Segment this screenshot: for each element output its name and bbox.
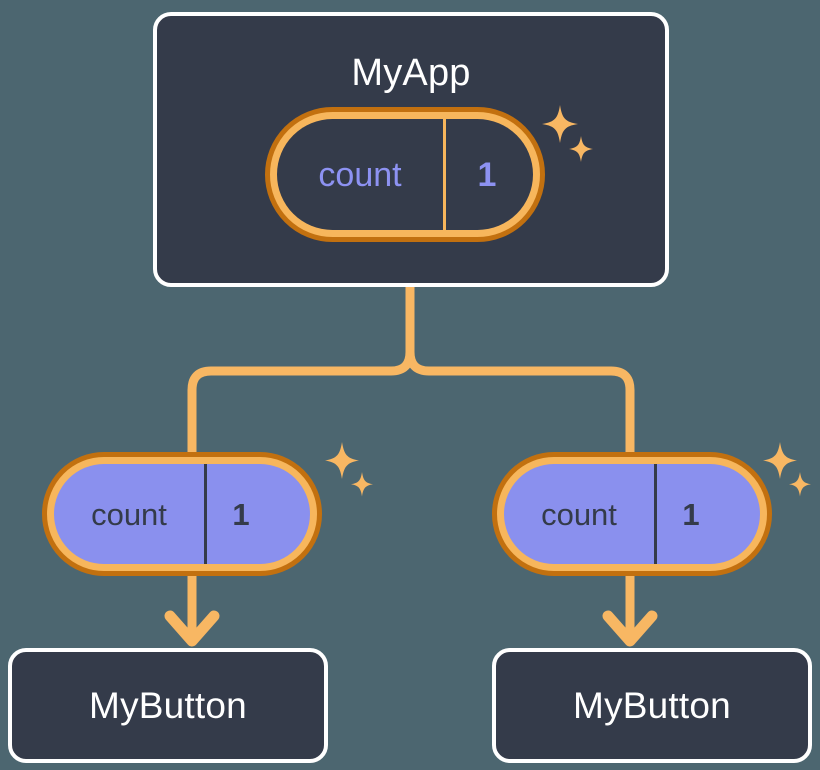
- branch-connector-path: [187, 281, 415, 463]
- component-title: MyApp: [351, 52, 471, 94]
- state-key-label: count: [318, 155, 402, 194]
- state-pill-inner: count 1: [54, 464, 310, 564]
- state-pill[interactable]: count 1: [492, 452, 772, 576]
- sparkle-star-large: [325, 442, 359, 479]
- sparkle-star-small: [351, 472, 373, 497]
- state-pill-child-2[interactable]: count 1: [492, 452, 772, 576]
- down-arrow-left: [164, 572, 220, 647]
- component-title: MyButton: [573, 685, 731, 726]
- state-value-label: 1: [654, 464, 725, 564]
- state-pill-myapp[interactable]: count 1: [265, 107, 545, 242]
- state-key-label: count: [91, 496, 167, 532]
- sparkle-star-small: [789, 472, 811, 497]
- state-pill[interactable]: count 1: [265, 107, 545, 242]
- sparkle-icon: [325, 442, 373, 497]
- state-pill[interactable]: count 1: [42, 452, 322, 576]
- component-card-mybutton-2[interactable]: MyButton: [492, 648, 812, 763]
- state-pill-child-1[interactable]: count 1: [42, 452, 322, 576]
- down-arrow-right: [602, 572, 658, 647]
- component-title: MyButton: [89, 685, 247, 726]
- state-pill-inner: count 1: [277, 119, 533, 230]
- state-value-label: 1: [443, 119, 528, 230]
- state-value-label: 1: [204, 464, 275, 564]
- component-card-mybutton-1[interactable]: MyButton: [8, 648, 328, 763]
- state-pill-inner: count 1: [504, 464, 760, 564]
- branch-connector-path: [405, 281, 635, 463]
- state-key-label: count: [541, 496, 617, 532]
